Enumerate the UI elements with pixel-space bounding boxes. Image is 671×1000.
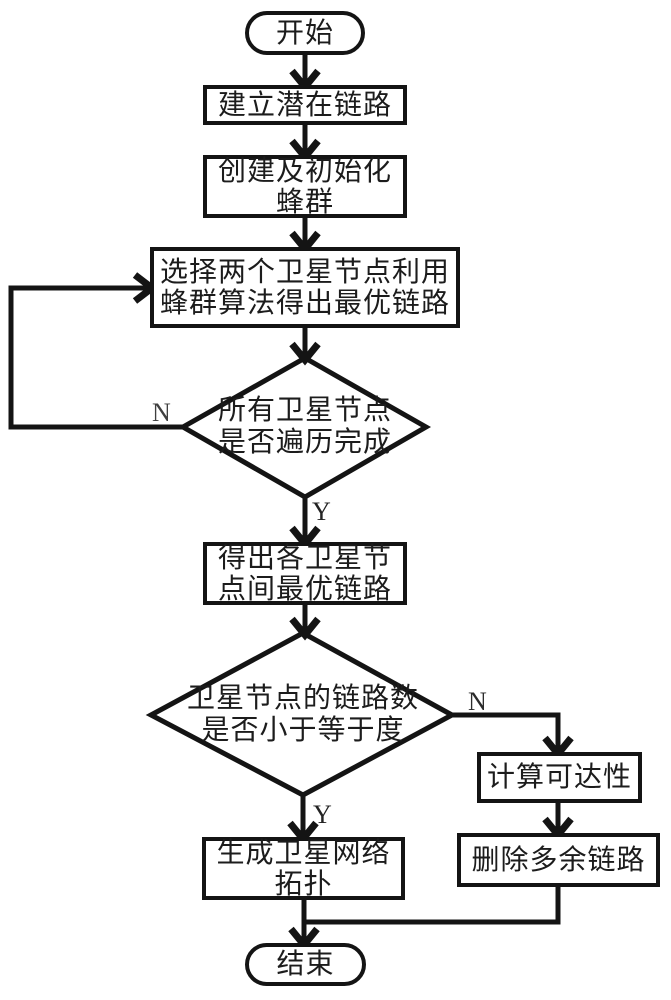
branch-degree-no-to-reachability xyxy=(452,712,561,751)
topology-line1: 生成卫星网络 xyxy=(216,837,391,869)
optimal-links-line1: 得出各卫星节 xyxy=(217,542,392,574)
select-nodes-line2: 蜂群算法得出最优链路 xyxy=(159,287,450,319)
delete-links-label: 删除多余链路 xyxy=(471,844,646,876)
degree-no-label: N xyxy=(468,687,487,716)
traverse-decision-line2: 是否遍历完成 xyxy=(217,427,392,458)
optimal-links-node: 得出各卫星节 点间最优链路 xyxy=(203,542,407,605)
degree-decision-line1: 卫星节点的链路数 xyxy=(186,683,419,714)
start-label: 开始 xyxy=(275,17,334,49)
start-node: 开始 xyxy=(245,11,365,55)
init-swarm-line1: 创建及初始化 xyxy=(217,155,392,187)
reachability-label: 计算可达性 xyxy=(486,762,632,793)
topology-line2: 拓扑 xyxy=(274,868,333,900)
init-swarm-line2: 蜂群 xyxy=(275,186,334,218)
select-nodes-node: 选择两个卫星节点利用 蜂群算法得出最优链路 xyxy=(150,247,460,328)
traverse-no-label: N xyxy=(152,398,171,427)
end-node: 结束 xyxy=(245,943,366,986)
degree-decision-line2: 是否小于等于度 xyxy=(201,715,405,746)
establish-links-label: 建立潜在链路 xyxy=(217,89,392,121)
arrowhead-traverse-decision xyxy=(289,341,321,366)
degree-decision-text: 卫星节点的链路数 是否小于等于度 xyxy=(175,680,431,750)
end-label: 结束 xyxy=(276,949,335,980)
degree-yes-label: Y xyxy=(313,800,332,829)
optimal-links-line2: 点间最优链路 xyxy=(217,573,392,605)
select-nodes-line1: 选择两个卫星节点利用 xyxy=(159,256,450,288)
traverse-decision-line1: 所有卫星节点 xyxy=(217,395,392,426)
init-swarm-node: 创建及初始化 蜂群 xyxy=(203,155,407,218)
reachability-node: 计算可达性 xyxy=(477,752,642,803)
topology-node: 生成卫星网络 拓扑 xyxy=(202,837,405,900)
arrowhead-degree-decision xyxy=(289,616,321,641)
delete-links-node: 删除多余链路 xyxy=(457,833,660,887)
traverse-decision-text: 所有卫星节点 是否遍历完成 xyxy=(195,392,415,462)
merge-delete-to-end-line xyxy=(302,887,561,925)
loopback-traverse-no-to-select xyxy=(8,285,183,430)
establish-links-node: 建立潜在链路 xyxy=(203,85,407,125)
traverse-yes-label: Y xyxy=(312,497,331,526)
